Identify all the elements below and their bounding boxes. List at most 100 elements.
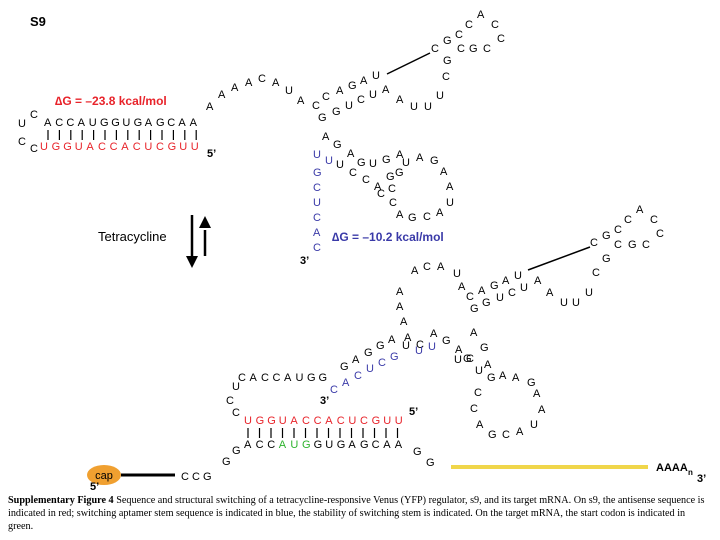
svg-text:G: G (488, 429, 497, 441)
svg-text:U: U (410, 101, 418, 113)
svg-text:G: G (442, 335, 451, 347)
svg-text:C: C (483, 43, 491, 55)
svg-text:A: A (396, 286, 404, 298)
svg-text:A: A (478, 285, 486, 297)
svg-text:A: A (396, 94, 404, 106)
nucleotide: A (250, 372, 258, 384)
svg-text:G: G (232, 445, 241, 457)
svg-text:A: A (636, 204, 644, 216)
nucleotide-antisense: G (63, 141, 72, 153)
nucleotide: G (111, 117, 120, 129)
svg-text:A: A (534, 275, 542, 287)
svg-text:C: C (592, 267, 600, 279)
nucleotide: A (395, 439, 403, 451)
nucleotide-antisense: U (383, 415, 391, 427)
top-loop-c3: C (30, 143, 38, 155)
svg-text:A: A (352, 354, 360, 366)
svg-text:C: C (377, 188, 385, 200)
nucleotide: A (145, 117, 153, 129)
bottom-base-pairs (247, 428, 399, 438)
svg-text:C: C (474, 387, 482, 399)
cap-linker-seq: C C G (181, 471, 212, 483)
top-aptamer-loop: A G A G U G A A G A A U A C G A C C G U … (322, 131, 454, 224)
nucleotide-antisense: U (144, 141, 152, 153)
svg-text:G: G (348, 80, 357, 92)
nucleotide: C (261, 372, 269, 384)
nucleotide: G (100, 117, 109, 129)
nucleotide: G (360, 439, 369, 451)
nucleotide-aptamer-stem: G (313, 167, 322, 179)
nt: A (206, 101, 214, 113)
tetracycline-label: Tetracycline (98, 229, 167, 244)
svg-text:G: G (426, 457, 435, 469)
top-hairpin-connector (386, 52, 431, 75)
svg-text:C: C (590, 237, 598, 249)
svg-text:G: G (318, 112, 327, 124)
svg-text:C: C (389, 197, 397, 209)
svg-text:C: C (650, 214, 658, 226)
delta-g-top: ∆G = –23.8 kcal/mol (55, 94, 167, 108)
nucleotide-antisense: C (360, 415, 368, 427)
svg-text:A: A (516, 426, 524, 438)
svg-text:G: G (443, 55, 452, 67)
nt: U (285, 85, 293, 97)
nucleotide: C (167, 117, 175, 129)
svg-text:C: C (362, 174, 370, 186)
nucleotide-antisense: U (191, 141, 199, 153)
bottom-five-prime: 5’ (90, 481, 99, 490)
nucleotide: C (66, 117, 74, 129)
svg-text:A: A (416, 152, 424, 164)
bottom-five-prime-inner: 5’ (409, 406, 418, 418)
top-loop-u: U (18, 118, 26, 130)
svg-text:C: C (656, 228, 664, 240)
svg-text:A: A (476, 419, 484, 431)
bottom-three-prime-end: 3’ (697, 473, 706, 485)
svg-text:A: A (400, 316, 408, 328)
start-codon-nucleotide: A (279, 439, 287, 451)
svg-text:G: G (487, 372, 496, 384)
svg-text:U: U (560, 297, 568, 309)
nucleotide: C (372, 439, 380, 451)
equilibrium-arrows (186, 215, 211, 268)
svg-text:C: C (378, 357, 386, 369)
bottom-aptamer-loop: A G A G U G A A G A A U A C G A C C A U … (430, 327, 546, 441)
svg-text:A: A (470, 327, 478, 339)
svg-text:C: C (491, 19, 499, 31)
svg-text:C: C (455, 29, 463, 41)
nucleotide: A (383, 439, 391, 451)
nucleotide-antisense: C (156, 141, 164, 153)
svg-text:C: C (508, 287, 516, 299)
bottom-linker: A C A U A A A A C (396, 261, 461, 351)
caption-text: Sequence and structural switching of a t… (8, 495, 705, 533)
svg-text:C: C (614, 224, 622, 236)
svg-text:G: G (490, 280, 499, 292)
svg-text:A: A (440, 166, 448, 178)
svg-text:C: C (357, 94, 365, 106)
svg-text:C: C (465, 19, 473, 31)
nt: A (245, 77, 253, 89)
svg-text:C: C (466, 291, 474, 303)
svg-text:A: A (347, 148, 355, 160)
svg-text:G: G (382, 154, 391, 166)
nucleotide: A (178, 117, 186, 129)
nucleotide: A (348, 439, 356, 451)
svg-text:U: U (475, 365, 483, 377)
nucleotide-antisense: G (52, 141, 61, 153)
svg-text:A: A (396, 209, 404, 221)
caption-bold: Supplementary Figure 4 (8, 495, 114, 506)
nucleotide: C (267, 439, 275, 451)
nucleotide: G (307, 372, 316, 384)
svg-text:C: C (502, 429, 510, 441)
svg-text:G: G (443, 35, 452, 47)
nt-c1: C (226, 395, 234, 407)
nucleotide-aptamer-stem: U (325, 155, 333, 167)
figure-label: S9 (30, 14, 46, 29)
svg-text:C: C (442, 71, 450, 83)
svg-text:U: U (496, 292, 504, 304)
nucleotide-antisense: U (279, 415, 287, 427)
svg-text:A: A (322, 131, 330, 143)
arrow-up-icon (199, 216, 211, 228)
nucleotide: C (273, 372, 281, 384)
svg-text:C: C (423, 211, 431, 223)
